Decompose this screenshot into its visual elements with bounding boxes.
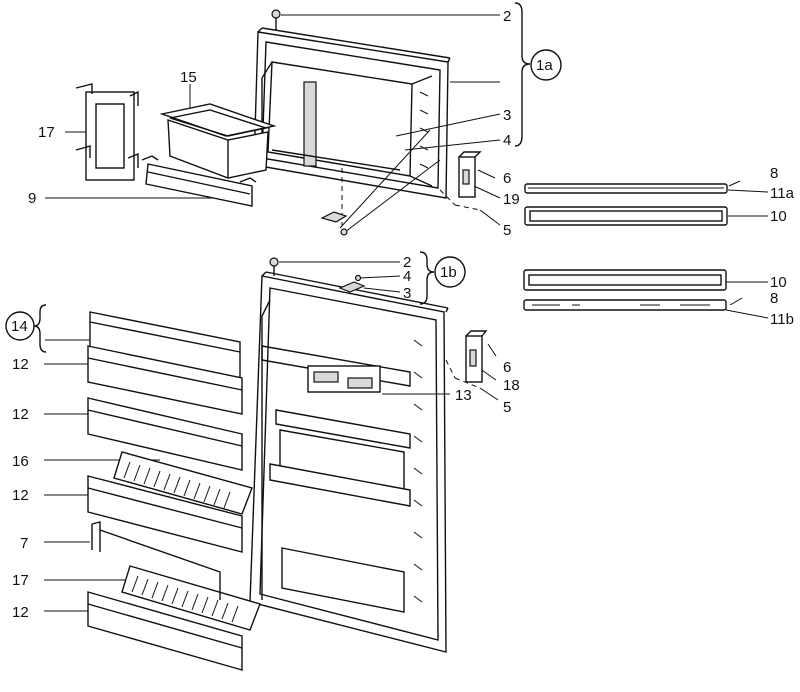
- leader-lines-a: [45, 14, 769, 233]
- door-shelves: [87, 311, 261, 671]
- label-12-first: 12: [12, 356, 29, 373]
- label-18: 18: [503, 377, 520, 394]
- trim-strip-10a: [524, 206, 728, 226]
- seal-strip-11a: [524, 183, 728, 194]
- trim-strip-10b: [523, 269, 727, 291]
- label-3-fridge: 3: [403, 285, 411, 302]
- label-14: 14: [11, 318, 28, 335]
- label-11a: 11a: [770, 185, 795, 202]
- freezer-door: [253, 27, 451, 199]
- label-1a: 1a: [536, 57, 553, 74]
- seal-strip-11b: [523, 299, 727, 311]
- label-15: 15: [180, 69, 197, 86]
- callout-circle-1b: [434, 256, 466, 288]
- label-12-second: 12: [12, 406, 29, 423]
- label-4-fridge: 4: [403, 268, 411, 285]
- hinge-screw-top-b: [269, 257, 279, 276]
- part-labels: 2 1a 15 17 3 4 6 19 9 5 8 11a 10 2 4 3 1…: [5, 8, 795, 621]
- label-10-upper: 10: [770, 208, 787, 225]
- label-4-freezer: 4: [503, 132, 511, 149]
- door-stop-3a: [320, 211, 348, 236]
- label-11b: 11b: [770, 311, 794, 328]
- label-6-freezer: 6: [503, 170, 511, 187]
- label-8-upper: 8: [770, 165, 778, 182]
- label-13: 13: [455, 387, 472, 404]
- hinge-bracket-18: [465, 330, 488, 383]
- label-17-lower: 17: [12, 572, 29, 589]
- label-16: 16: [12, 453, 29, 470]
- callout-circle-1a: [530, 49, 562, 81]
- label-8-lower: 8: [770, 290, 778, 307]
- label-10-lower: 10: [770, 274, 787, 291]
- brace-14: [33, 304, 47, 353]
- label-2-freezer: 2: [503, 8, 511, 25]
- label-12-third: 12: [12, 487, 29, 504]
- label-5-freezer: 5: [503, 222, 511, 239]
- label-2-fridge: 2: [403, 254, 411, 271]
- label-9: 9: [28, 190, 36, 207]
- brace-1a: [514, 2, 531, 147]
- fridge-door: [249, 271, 449, 653]
- label-5-fridge: 5: [503, 399, 511, 416]
- basket-15: [159, 103, 277, 179]
- label-19: 19: [503, 191, 520, 208]
- shelf-9: [141, 155, 257, 207]
- hinge-bracket-19: [458, 151, 482, 198]
- label-12-fourth: 12: [12, 604, 29, 621]
- label-7: 7: [20, 535, 28, 552]
- callout-circle-14: [5, 311, 35, 341]
- clip-rack-17a: [75, 83, 139, 181]
- label-17-upper: 17: [38, 124, 55, 141]
- label-1b: 1b: [440, 264, 457, 281]
- brace-1b: [419, 251, 435, 305]
- label-6-fridge: 6: [503, 359, 511, 376]
- label-3-freezer: 3: [503, 107, 511, 124]
- hinge-screw-top-a: [271, 9, 281, 30]
